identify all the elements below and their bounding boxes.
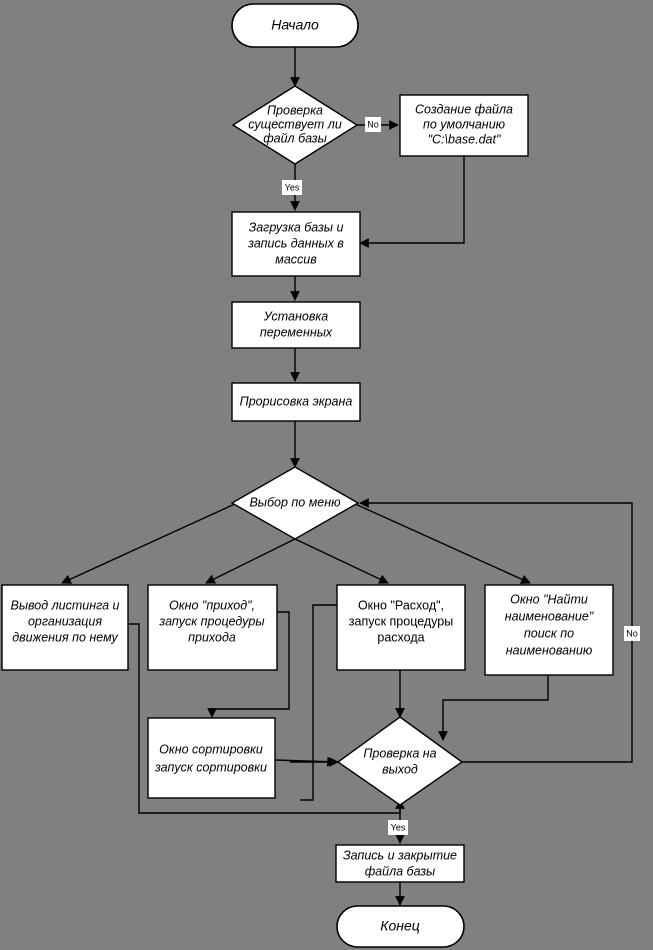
node-set-vars-line2: переменных [260,325,333,339]
node-income-window-line1: Окно "приход", [169,598,255,612]
edge-menu-to-listing [61,502,238,584]
node-income-window[interactable]: Окно "приход", запуск процедуры прихода [147,584,278,671]
edge-label-no-exit-text: No [626,628,638,638]
node-expense-window-line1: Окно "Расход", [358,598,444,612]
node-create-default-file-line3: "C:\base.dat" [428,132,501,146]
node-find-window-line4: наименованию [506,643,593,657]
node-find-window[interactable]: Окно "Найти наименование" поиск по наиме… [484,584,614,676]
node-load-db-line2: запись данных в [247,236,344,250]
node-check-file-exists-line3: файл базы [263,131,327,145]
edge-create-to-load [359,156,465,248]
edge-menu-to-find [352,502,531,584]
node-end-label: Конец [380,918,420,934]
node-listing-output-line3: движения по нему [12,630,118,644]
edge-find-to-exitcheck [438,675,549,741]
node-start[interactable]: Начало [231,3,359,48]
node-end[interactable]: Конец [336,905,465,948]
node-start-label: Начало [271,17,319,33]
node-load-db[interactable]: Загрузка базы и запись данных в массив [231,211,361,277]
node-create-default-file-line1: Создание файла [415,102,513,116]
node-listing-output[interactable]: Вывод листинга и организация движения по… [1,584,129,671]
node-find-window-line1: Окно "Найти [510,592,588,606]
node-draw-screen[interactable]: Прорисовка экрана [231,382,361,422]
edge-label-yes-exit-text: Yes [391,822,406,832]
node-create-default-file-line2: по умолчанию [423,117,506,131]
edge-menu-to-expense [294,538,389,584]
node-menu-choice-line1: Выбор по меню [249,495,341,509]
node-exit-check[interactable]: Проверка на выход [336,716,464,806]
node-load-db-line1: Загрузка базы и [249,220,344,234]
node-set-vars[interactable]: Установка переменных [231,301,361,349]
node-save-close-line1: Запись и закрытие [343,848,457,862]
edge-menu-to-income [205,538,296,584]
node-set-vars-line1: Установка [263,309,328,323]
node-find-window-line3: поиск по [524,626,574,640]
edge-label-yes-file-text: Yes [285,182,300,192]
edge-label-no-file: No [365,117,381,132]
node-expense-window-line3: расхода [377,630,424,644]
edge-label-yes-exit: Yes [388,820,408,835]
node-check-file-exists-line1: Проверка [267,103,323,117]
node-sort-window-line1: Окно сортировки [159,742,263,756]
node-exit-check-line2: выход [382,762,418,776]
node-sort-window[interactable]: Окно сортировки запуск сортировки [147,717,276,799]
node-save-close-line2: файла базы [365,864,436,878]
node-exit-check-line1: Проверка на [363,746,436,760]
node-check-file-exists-line2: существует ли [248,117,342,131]
node-menu-choice[interactable]: Выбор по меню [230,466,360,540]
node-income-window-line3: прихода [188,630,236,644]
edge-expense-stub [300,604,337,801]
node-find-window-line2: наименование" [505,609,594,623]
node-listing-output-line2: организация [28,614,102,628]
node-listing-output-line1: Вывод листинга и [10,598,119,612]
node-income-window-line2: запуск процедуры [158,614,264,628]
node-draw-screen-line1: Прорисовка экрана [240,394,353,408]
node-save-close[interactable]: Запись и закрытие файла базы [335,844,465,883]
edge-label-no-exit: No [624,626,640,641]
node-expense-window[interactable]: Окно "Расход", запуск процедуры расхода [336,584,466,671]
node-check-file-exists[interactable]: Проверка существует ли файл базы [231,85,359,165]
node-sort-window-line2: запуск сортировки [154,760,267,774]
edge-label-no-file-text: No [367,119,379,129]
node-load-db-line3: массив [275,252,317,266]
node-create-default-file[interactable]: Создание файла по умолчанию "C:\base.dat… [399,94,529,157]
edge-sort-to-exitcheck [274,756,337,767]
node-expense-window-line2: запуск процедуры [349,614,453,628]
edge-label-yes-file: Yes [282,180,302,195]
edge-income-to-sort [207,611,290,718]
